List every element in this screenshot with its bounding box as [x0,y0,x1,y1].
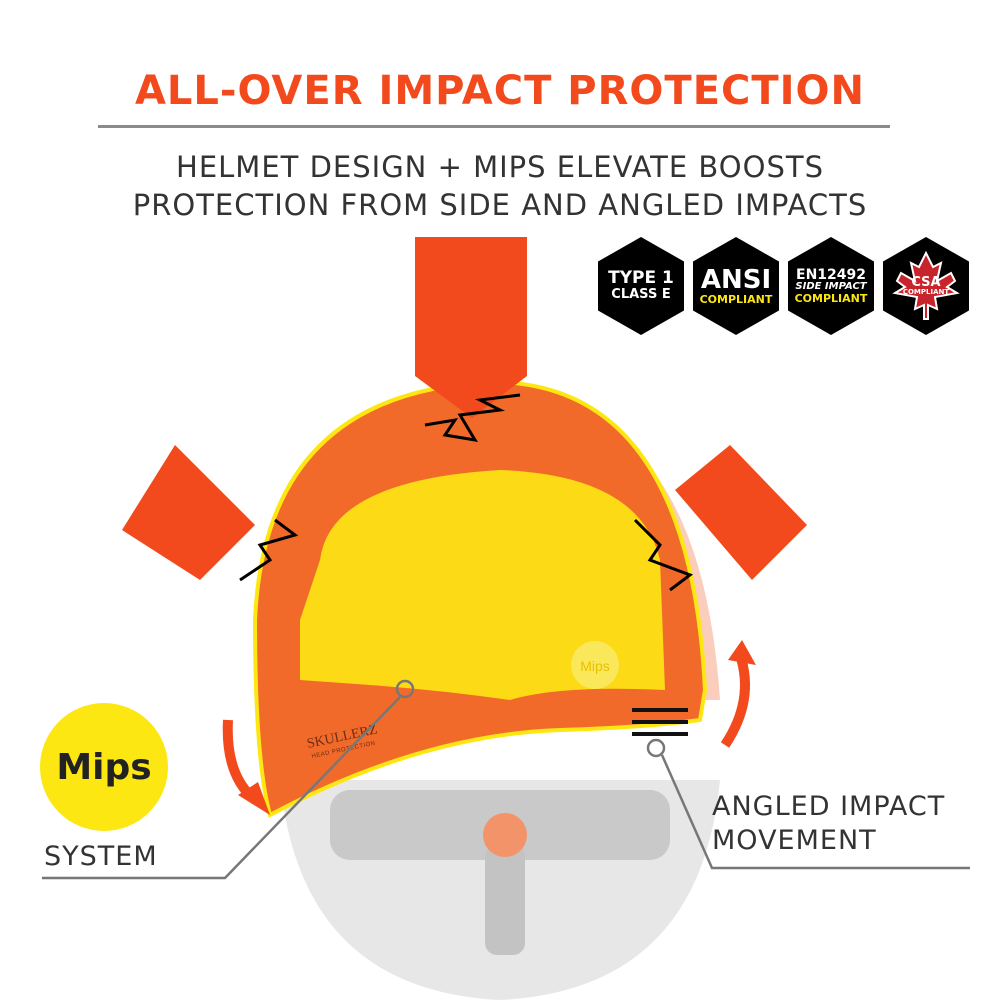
liner-logo-disc [571,641,619,689]
angled-label-line-1: ANGLED IMPACT [712,791,946,822]
subtitle-line-2: PROTECTION FROM SIDE AND ANGLED IMPACTS [132,188,868,222]
badge-text: COMPLIANT [794,291,868,305]
subtitle: HELMET DESIGN + MIPS ELEVATE BOOSTS PROT… [0,148,1000,224]
impact-burst-icons [239,393,694,592]
rotate-arrow-right [720,653,750,748]
leader-lines [42,679,970,880]
arrow-top [415,237,527,418]
badge-text: CLASS E [611,287,671,303]
badge-text: SIDE IMPACT [795,281,867,293]
rotate-arrow-left-head [238,782,270,815]
badge-text: EN12492 [796,266,866,283]
arrow-left [122,445,255,580]
badge-text: COMPLIANT [699,292,773,306]
liner-logo: Mips [580,658,610,674]
dial [483,813,527,857]
badge-text: COMPLIANT [902,288,950,297]
mips-logo: Mips [40,703,168,831]
layers-icon [632,708,688,736]
badge-text: ANSI [700,264,772,295]
angled-impact-label: ANGLED IMPACT MOVEMENT [712,790,945,858]
mips-liner [300,470,665,700]
divider [98,125,890,128]
arrow-right [675,445,807,580]
suspension [280,780,720,1000]
angled-label-line-2: MOVEMENT [712,825,877,856]
badge-text: CSA [911,274,941,290]
maple-leaf-icon [892,251,960,320]
mips-system-label: SYSTEM [44,841,158,872]
rotate-arrow-right-head [728,640,756,665]
page-title: ALL-OVER IMPACT PROTECTION [134,68,866,114]
badge-text: TYPE 1 [608,268,674,289]
subtitle-line-1: HELMET DESIGN + MIPS ELEVATE BOOSTS [176,150,824,184]
